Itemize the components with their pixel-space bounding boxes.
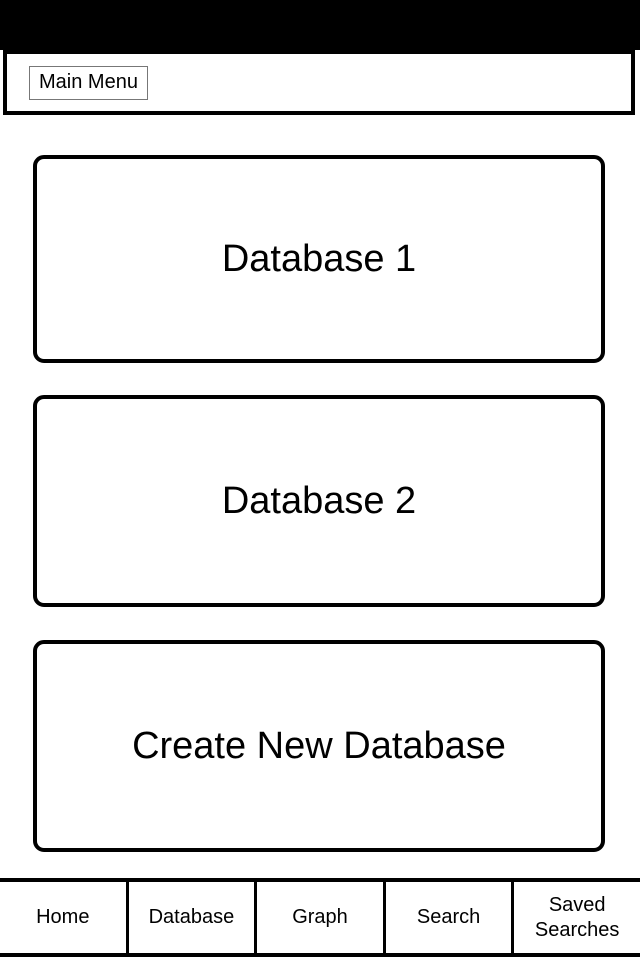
nav-item-search-label: Search bbox=[416, 906, 481, 928]
main-content: Database 1 Database 2 Create New Databas… bbox=[0, 115, 640, 878]
bottom-navigation-bar: Home Database Graph Search Saved Searche… bbox=[0, 878, 640, 957]
main-menu-button[interactable]: Main Menu bbox=[29, 65, 148, 100]
status-bar bbox=[0, 0, 640, 50]
database-1-label: Database 1 bbox=[221, 238, 417, 280]
nav-item-graph[interactable]: Graph bbox=[257, 882, 386, 953]
nav-item-search[interactable]: Search bbox=[385, 882, 515, 953]
nav-item-saved-searches[interactable]: Saved Searches bbox=[514, 882, 640, 953]
database-2-label: Database 2 bbox=[221, 480, 417, 522]
nav-item-database-label: Database bbox=[148, 906, 235, 928]
nav-item-home[interactable]: Home bbox=[0, 882, 129, 953]
nav-item-graph-label: Graph bbox=[292, 906, 348, 928]
app-header: Main Menu bbox=[3, 50, 635, 115]
nav-item-database[interactable]: Database bbox=[128, 882, 258, 953]
create-new-database-card[interactable]: Create New Database bbox=[33, 640, 605, 852]
database-2-card[interactable]: Database 2 bbox=[33, 395, 605, 607]
database-1-card[interactable]: Database 1 bbox=[33, 155, 605, 363]
create-new-database-label: Create New Database bbox=[132, 725, 506, 767]
nav-item-home-label: Home bbox=[36, 906, 90, 928]
nav-item-saved-searches-label: Saved Searches bbox=[534, 893, 620, 941]
